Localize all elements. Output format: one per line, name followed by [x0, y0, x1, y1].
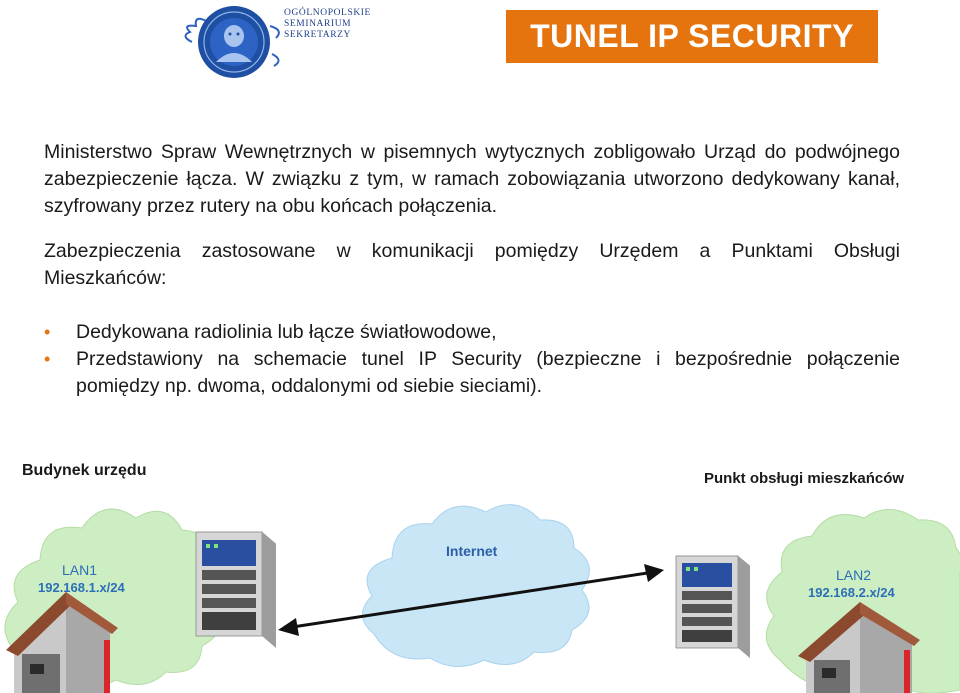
internet-cloud-icon: [362, 504, 590, 667]
bullet-list: Dedykowana radiolinia lub łącze światłow…: [44, 319, 900, 400]
logo-line-2: SEMINARIUM: [284, 19, 352, 29]
left-lan-name: LAN1: [62, 562, 97, 578]
right-lan-subnet: 192.168.2.x/24: [808, 585, 896, 600]
seal-logo-icon: [184, 6, 280, 78]
seminar-logo: [184, 6, 280, 78]
logo-text: OGÓLNOPOLSKIE SEMINARIUM SEKRETARZY: [284, 8, 371, 41]
page-title: TUNEL IP SECURITY: [530, 18, 854, 54]
list-item: Przedstawiony na schemacie tunel IP Secu…: [44, 346, 900, 400]
building-icon: [798, 602, 920, 693]
network-diagram: LAN1 192.168.1.x/24 Internet: [4, 504, 960, 693]
right-site-label: Punkt obsługi mieszkańców: [704, 470, 905, 487]
title-banner: TUNEL IP SECURITY: [506, 10, 878, 63]
text-content: Ministerstwo Spraw Wewnętrznych w pisemn…: [44, 139, 900, 400]
internet-label: Internet: [446, 543, 498, 559]
router-icon: [675, 555, 751, 658]
list-item: Dedykowana radiolinia lub łącze światłow…: [44, 319, 900, 346]
router-icon: [195, 531, 277, 648]
left-lan-subnet: 192.168.1.x/24: [38, 580, 126, 595]
paragraph-intro: Ministerstwo Spraw Wewnętrznych w pisemn…: [44, 141, 900, 217]
tunnel-arrow: [278, 564, 664, 636]
left-site-label: Budynek urzędu: [22, 462, 147, 479]
right-lan-name: LAN2: [836, 567, 871, 583]
logo-line-1: OGÓLNOPOLSKIE: [284, 8, 371, 18]
paragraph-security: Zabezpieczenia zastosowane w komunikacji…: [44, 240, 900, 289]
logo-line-3: SEKRETARZY: [284, 30, 351, 40]
building-icon: [6, 592, 118, 693]
